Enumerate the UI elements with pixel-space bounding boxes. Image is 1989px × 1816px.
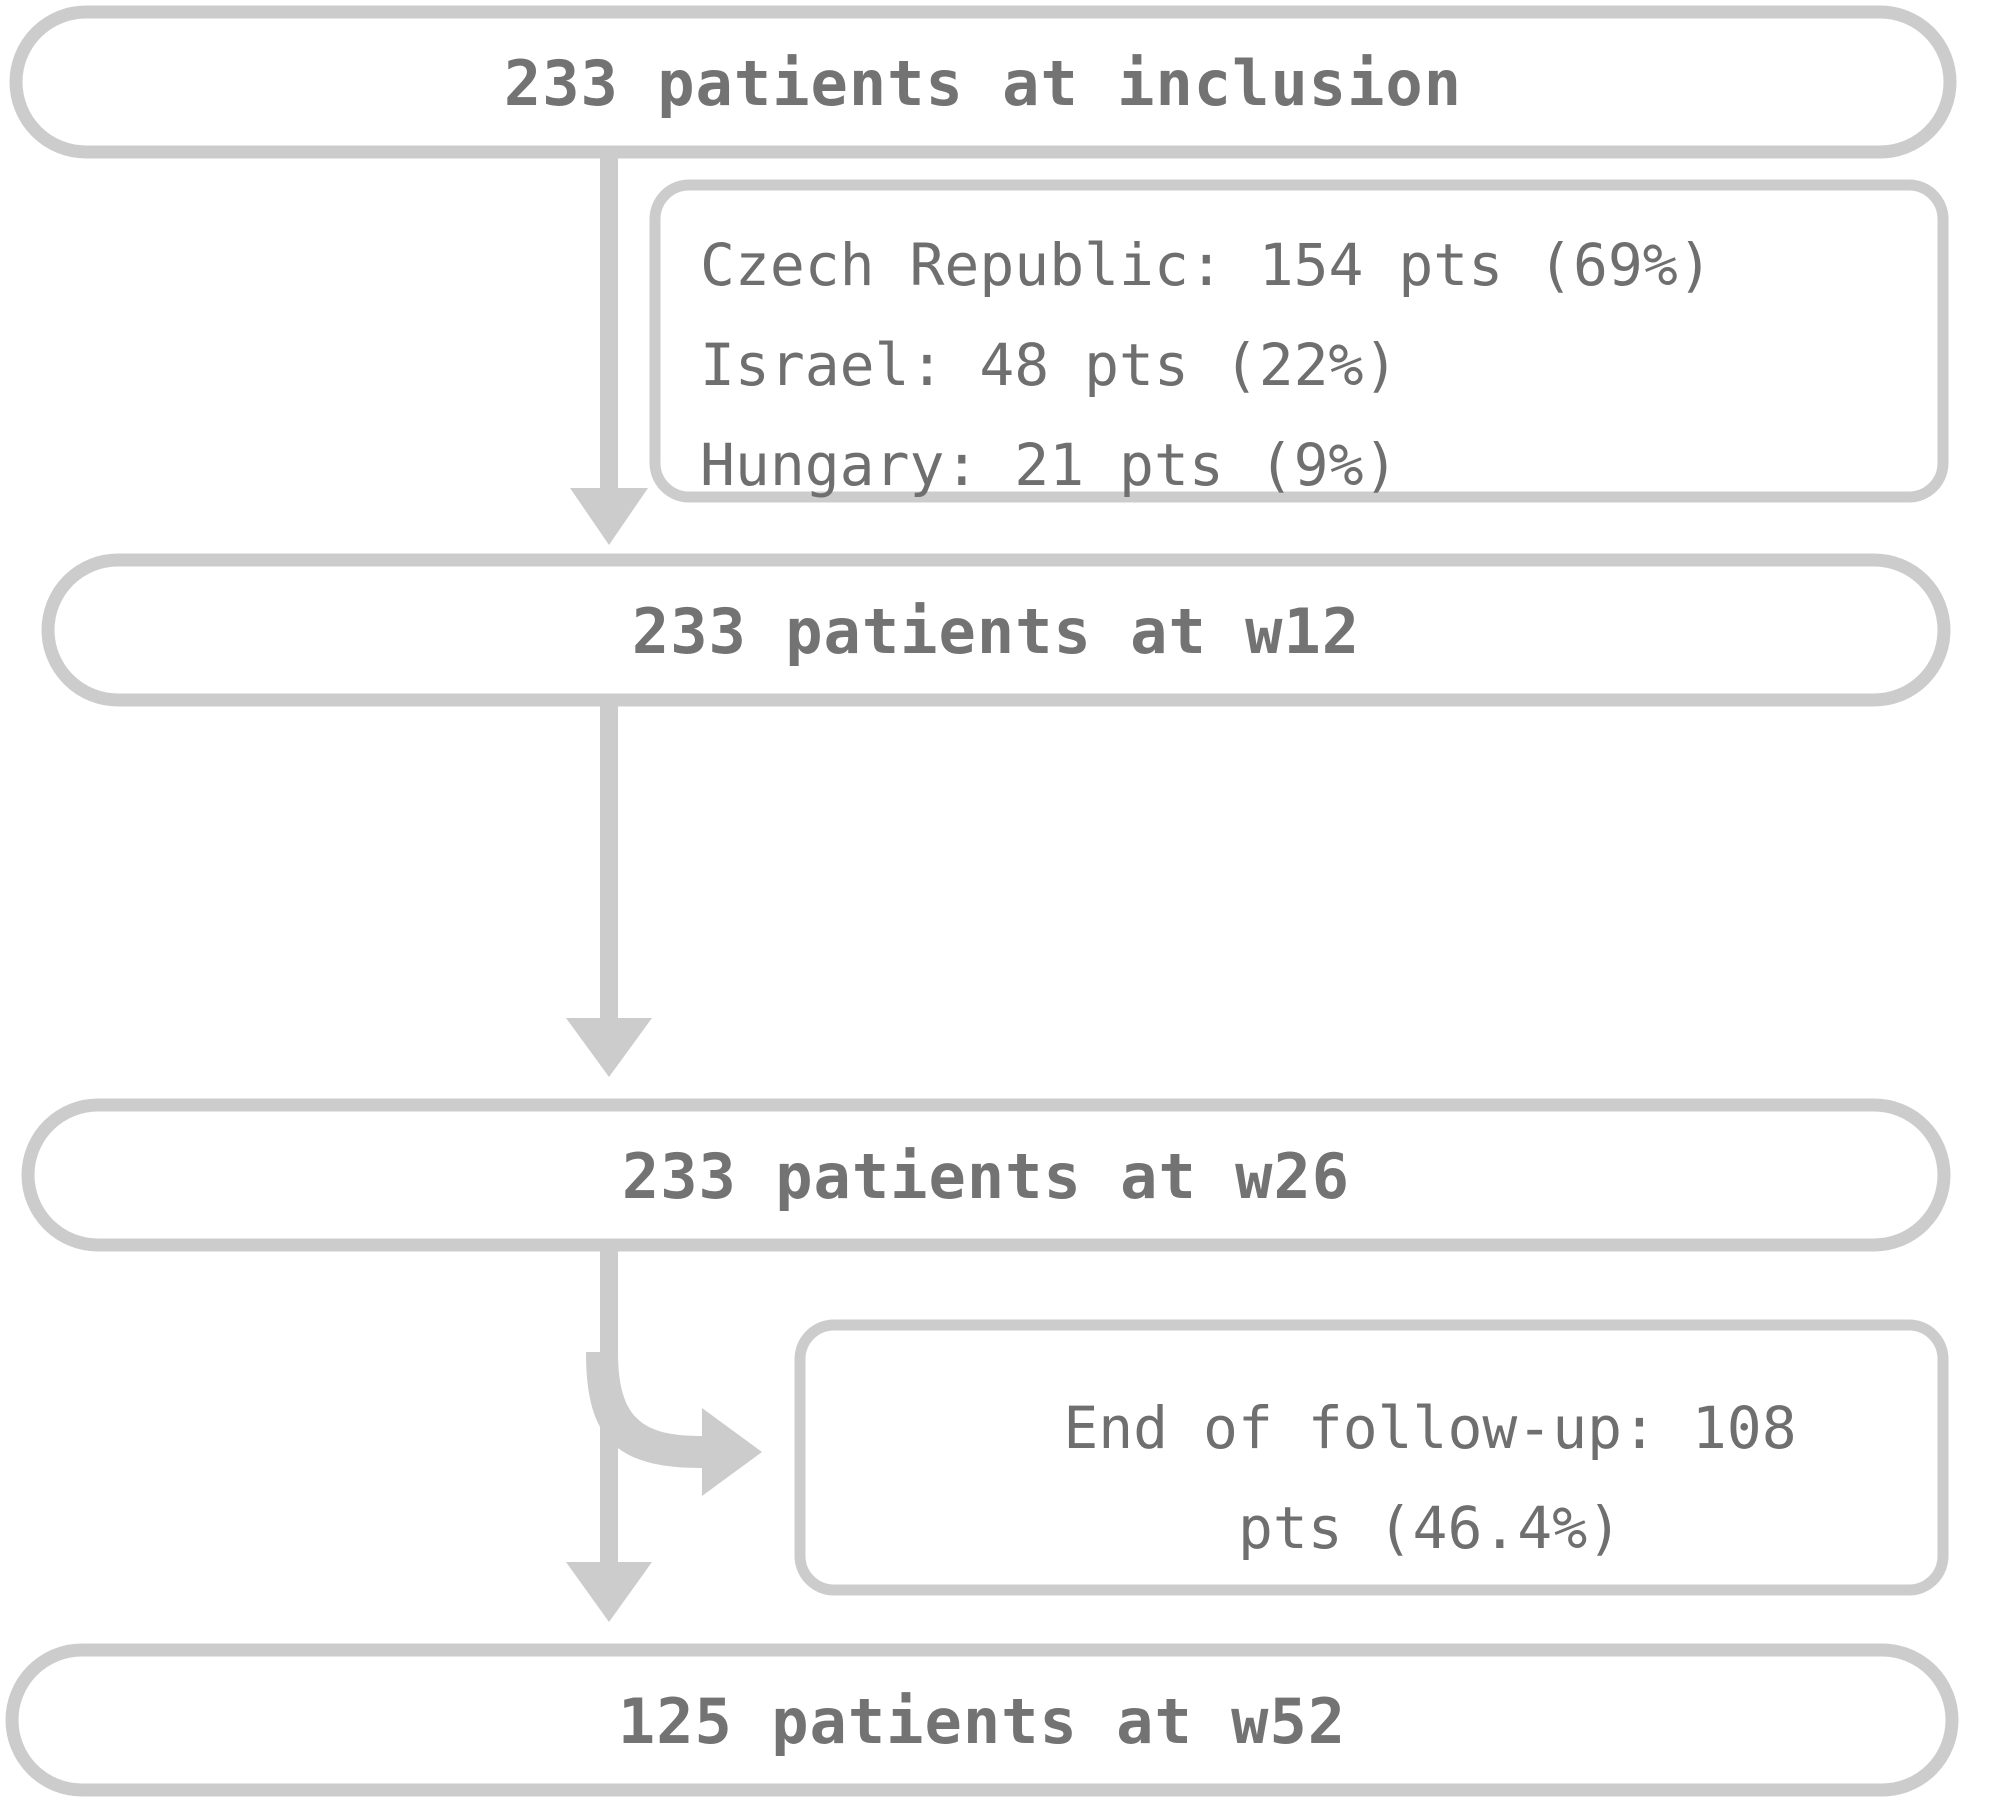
note-box-end-of-followup [794,1319,1949,1596]
note-box-country-breakdown [649,179,1949,503]
note-node-country-breakdown[interactable]: Czech Republic: 154 pts (69%) Israel: 48… [649,179,1949,503]
stage-label-inclusion: 233 patients at inclusion [504,47,1462,120]
note-line-israel: Israel: 48 pts (22%) [700,331,1398,399]
note-line-end-of-followup-percent: pts (46.4%) [1238,1494,1622,1562]
note-line-czech-republic: Czech Republic: 154 pts (69%) [700,231,1713,299]
note-line-end-of-followup-count: End of follow-up: 108 [1063,1394,1796,1462]
stage-box-w26 [21,1098,1951,1252]
stage-node-w52[interactable]: 125 patients at w52 [5,1643,1959,1797]
connector-w12-to-w26 [566,700,652,1077]
note-line-hungary: Hungary: 21 pts (9%) [700,431,1398,499]
connector-inclusion-to-w12 [570,152,648,545]
stage-box-inclusion [9,5,1957,159]
stage-node-w12[interactable]: 233 patients at w12 [41,553,1951,707]
stage-box-w12 [41,553,1951,707]
stage-label-w12: 233 patients at w12 [632,595,1360,668]
stage-box-w52 [5,1643,1959,1797]
stage-label-w26: 233 patients at w26 [622,1140,1350,1213]
stage-label-w52: 125 patients at w52 [618,1685,1346,1758]
connector-w26-to-end-of-followup [586,1352,762,1496]
note-node-end-of-followup[interactable]: End of follow-up: 108 pts (46.4%) [794,1319,1949,1596]
stage-node-w26[interactable]: 233 patients at w26 [21,1098,1951,1252]
stage-node-inclusion[interactable]: 233 patients at inclusion [9,5,1957,159]
